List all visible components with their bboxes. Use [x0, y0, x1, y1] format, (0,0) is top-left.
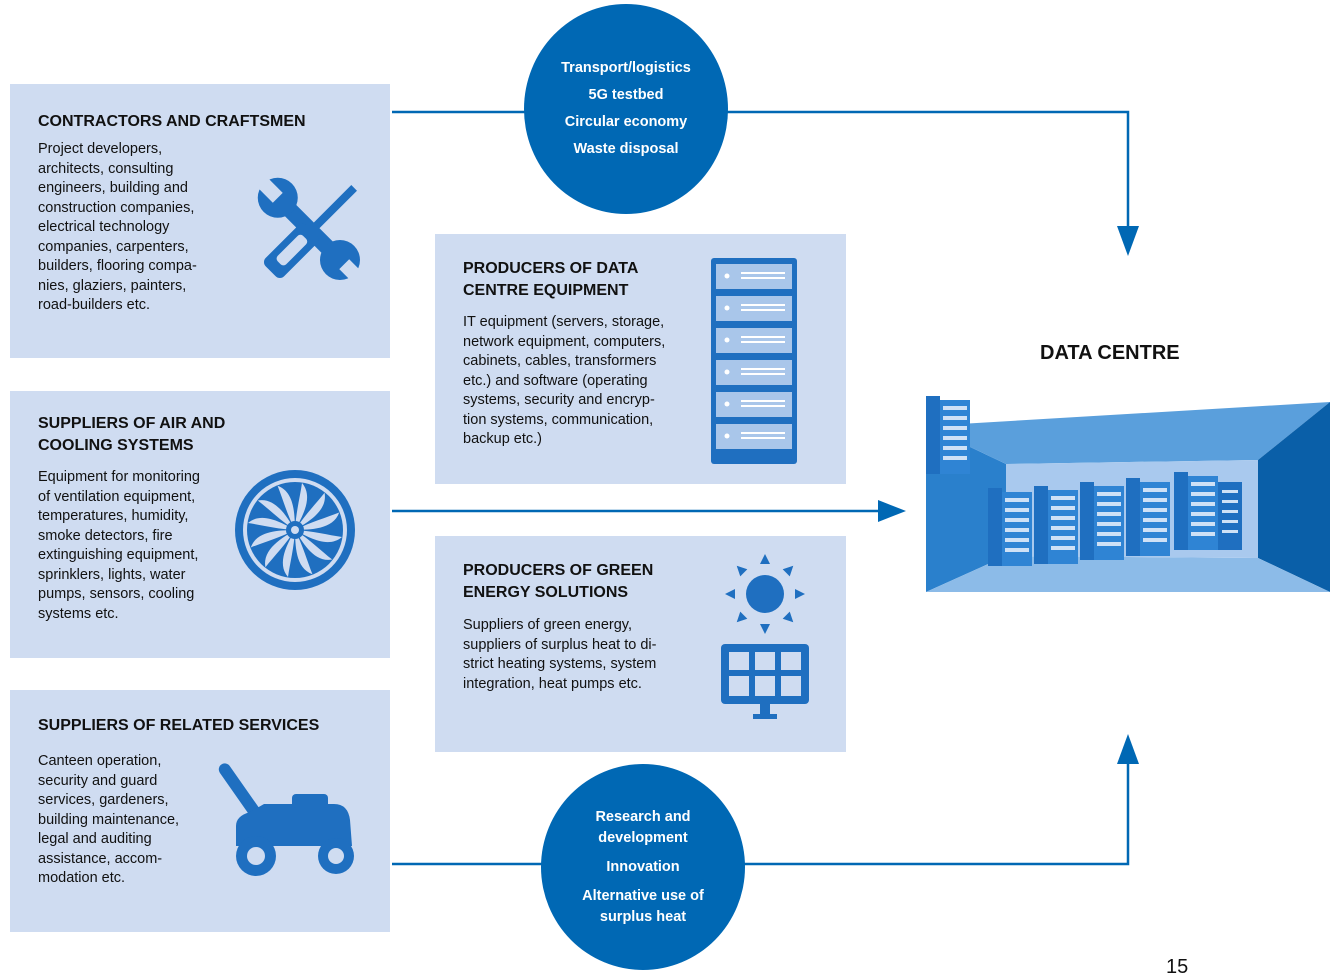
bottom-topics-bubble: Research and development Innovation Alte…	[541, 764, 745, 970]
topic-research-development: Research and development	[595, 808, 691, 846]
green-energy-text: Suppliers of green energy, suppliers of …	[463, 617, 657, 692]
topic-circular-economy: Circular economy	[564, 114, 688, 130]
air-cooling-title: SUPPLIERS OF AIR AND COOLING SYSTEMS	[38, 415, 226, 454]
middle-arrowhead	[878, 500, 906, 522]
green-energy-box: PRODUCERS OF GREEN ENERGY SOLUTIONS Supp…	[435, 536, 846, 752]
contractors-box: CONTRACTORS AND CRAFTSMEN Project develo…	[10, 84, 390, 358]
page-number: 15	[1166, 956, 1189, 978]
bottom-connector-line	[392, 760, 1130, 866]
bottom-arrowhead	[1117, 734, 1139, 764]
topic-innovation: Innovation	[606, 858, 680, 875]
top-arrowhead	[1117, 226, 1139, 256]
green-energy-title: PRODUCERS OF GREEN ENERGY SOLUTIONS	[463, 562, 654, 601]
air-cooling-box: SUPPLIERS OF AIR AND COOLING SYSTEMS Equ…	[10, 391, 390, 658]
related-services-box: SUPPLIERS OF RELATED SERVICES Canteen op…	[10, 690, 390, 932]
server-rack-icon	[711, 258, 797, 464]
solar-panel-icon	[721, 644, 809, 719]
top-topics-bubble: Transport/logistics 5G testbed Circular …	[524, 4, 728, 214]
related-services-title: SUPPLIERS OF RELATED SERVICES	[38, 717, 320, 734]
contractors-text: Project developers, architects, consulti…	[38, 141, 197, 313]
equipment-text: IT equipment (servers, storage, network …	[463, 314, 666, 447]
topic-5g-testbed: 5G testbed	[588, 87, 664, 103]
lawnmower-icon	[218, 763, 354, 876]
top-connector-line	[392, 110, 1130, 232]
air-cooling-text: Equipment for monitoring of ventilation …	[38, 469, 200, 622]
topic-alternative-use: Alternative use of surplus heat	[582, 887, 704, 925]
sun-icon	[725, 554, 805, 634]
topic-transport-logistics: Transport/logistics	[561, 60, 691, 76]
fan-icon	[235, 470, 355, 590]
data-centre-hall-icon	[926, 396, 1330, 592]
equipment-box: PRODUCERS OF DATA CENTRE EQUIPMENT IT eq…	[435, 234, 846, 484]
wrench-screwdriver-icon	[257, 177, 365, 285]
related-services-text: Canteen operation, security and guard se…	[38, 753, 180, 886]
topic-waste-disposal: Waste disposal	[573, 141, 679, 157]
equipment-title: PRODUCERS OF DATA CENTRE EQUIPMENT	[463, 260, 639, 299]
contractors-title: CONTRACTORS AND CRAFTSMEN	[38, 113, 306, 130]
data-centre-label: DATA CENTRE	[1040, 342, 1180, 364]
